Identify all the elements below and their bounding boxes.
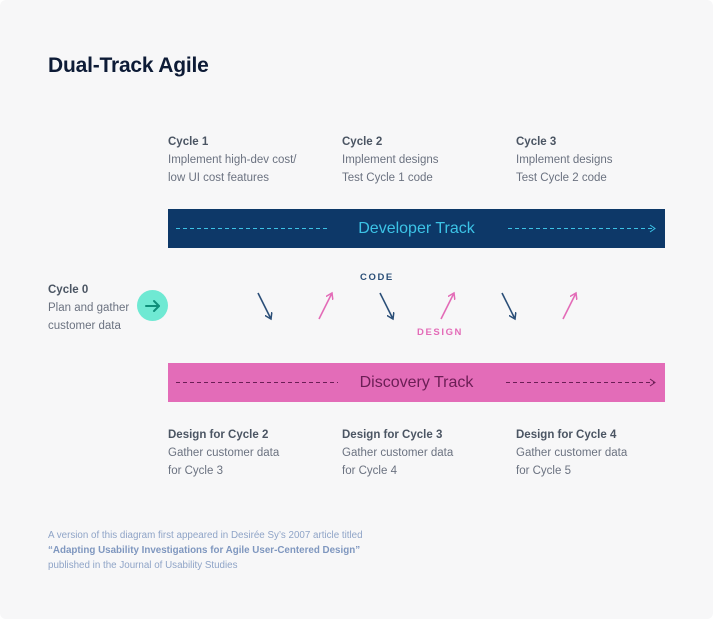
cycle-line: Test Cycle 2 code [516, 172, 607, 184]
cycle-1-info: Cycle 1 Implement high-dev cost/ low UI … [168, 133, 296, 187]
design-label: DESIGN [417, 327, 464, 338]
cycle-3-info: Cycle 3 Implement designs Test Cycle 2 c… [516, 133, 613, 187]
cycle-line: low UI cost features [168, 172, 269, 184]
cycle-heading: Cycle 1 [168, 136, 209, 148]
cycle-heading: Cycle 0 [48, 284, 89, 296]
cycle-line: for Cycle 3 [168, 465, 223, 477]
footnote-article-title: “Adapting Usability Investigations for A… [48, 545, 361, 556]
cycle-line: Gather customer data [168, 447, 280, 459]
developer-track-bar: Developer Track [168, 209, 665, 248]
discovery-track-label: Discovery Track [359, 373, 474, 391]
developer-track-label: Developer Track [358, 219, 475, 237]
cycle-heading: Cycle 2 [342, 136, 383, 148]
code-arrow [257, 292, 271, 319]
cycle-line: Gather customer data [342, 447, 454, 459]
cycle-line: Plan and gather [48, 302, 130, 314]
cycle-0-info: Cycle 0 Plan and gather customer data [48, 281, 129, 335]
discovery-track-bar: Discovery Track [168, 363, 665, 402]
code-arrow [379, 292, 393, 319]
cycle-heading: Cycle 3 [516, 136, 557, 148]
cycle-line: Implement designs [342, 154, 439, 166]
design-cycle-3-info: Design for Cycle 3 Gather customer data … [342, 426, 453, 480]
footnote-line: published in the Journal of Usability St… [48, 560, 238, 571]
design-cycle-4-info: Design for Cycle 4 Gather customer data … [516, 426, 627, 480]
developer-track-dashes [176, 224, 656, 233]
cycle-heading: Design for Cycle 2 [168, 429, 269, 441]
cycle-line: Test Cycle 1 code [342, 172, 433, 184]
design-arrow [562, 293, 576, 320]
design-cycle-2-info: Design for Cycle 2 Gather customer data … [168, 426, 279, 480]
arrow-right-icon [144, 299, 160, 312]
cycle-line: Implement designs [516, 154, 613, 166]
cycle-line: for Cycle 4 [342, 465, 397, 477]
cycle-line: customer data [48, 320, 121, 332]
footnote: A version of this diagram first appeared… [48, 528, 363, 573]
code-label: CODE [360, 272, 394, 283]
cycle-0-start-button[interactable] [137, 290, 168, 321]
cycle-line: Implement high-dev cost/ [168, 154, 297, 166]
cycle-heading: Design for Cycle 3 [342, 429, 443, 441]
design-arrow [318, 293, 332, 320]
code-arrow [501, 292, 515, 319]
discovery-track-dashes [176, 378, 656, 387]
cycle-line: for Cycle 5 [516, 465, 571, 477]
diagram-title: Dual-Track Agile [48, 54, 209, 77]
cycle-2-info: Cycle 2 Implement designs Test Cycle 1 c… [342, 133, 439, 187]
footnote-line: A version of this diagram first appeared… [48, 530, 363, 541]
cycle-heading: Design for Cycle 4 [516, 429, 617, 441]
design-arrow [440, 293, 454, 320]
cycle-line: Gather customer data [516, 447, 628, 459]
